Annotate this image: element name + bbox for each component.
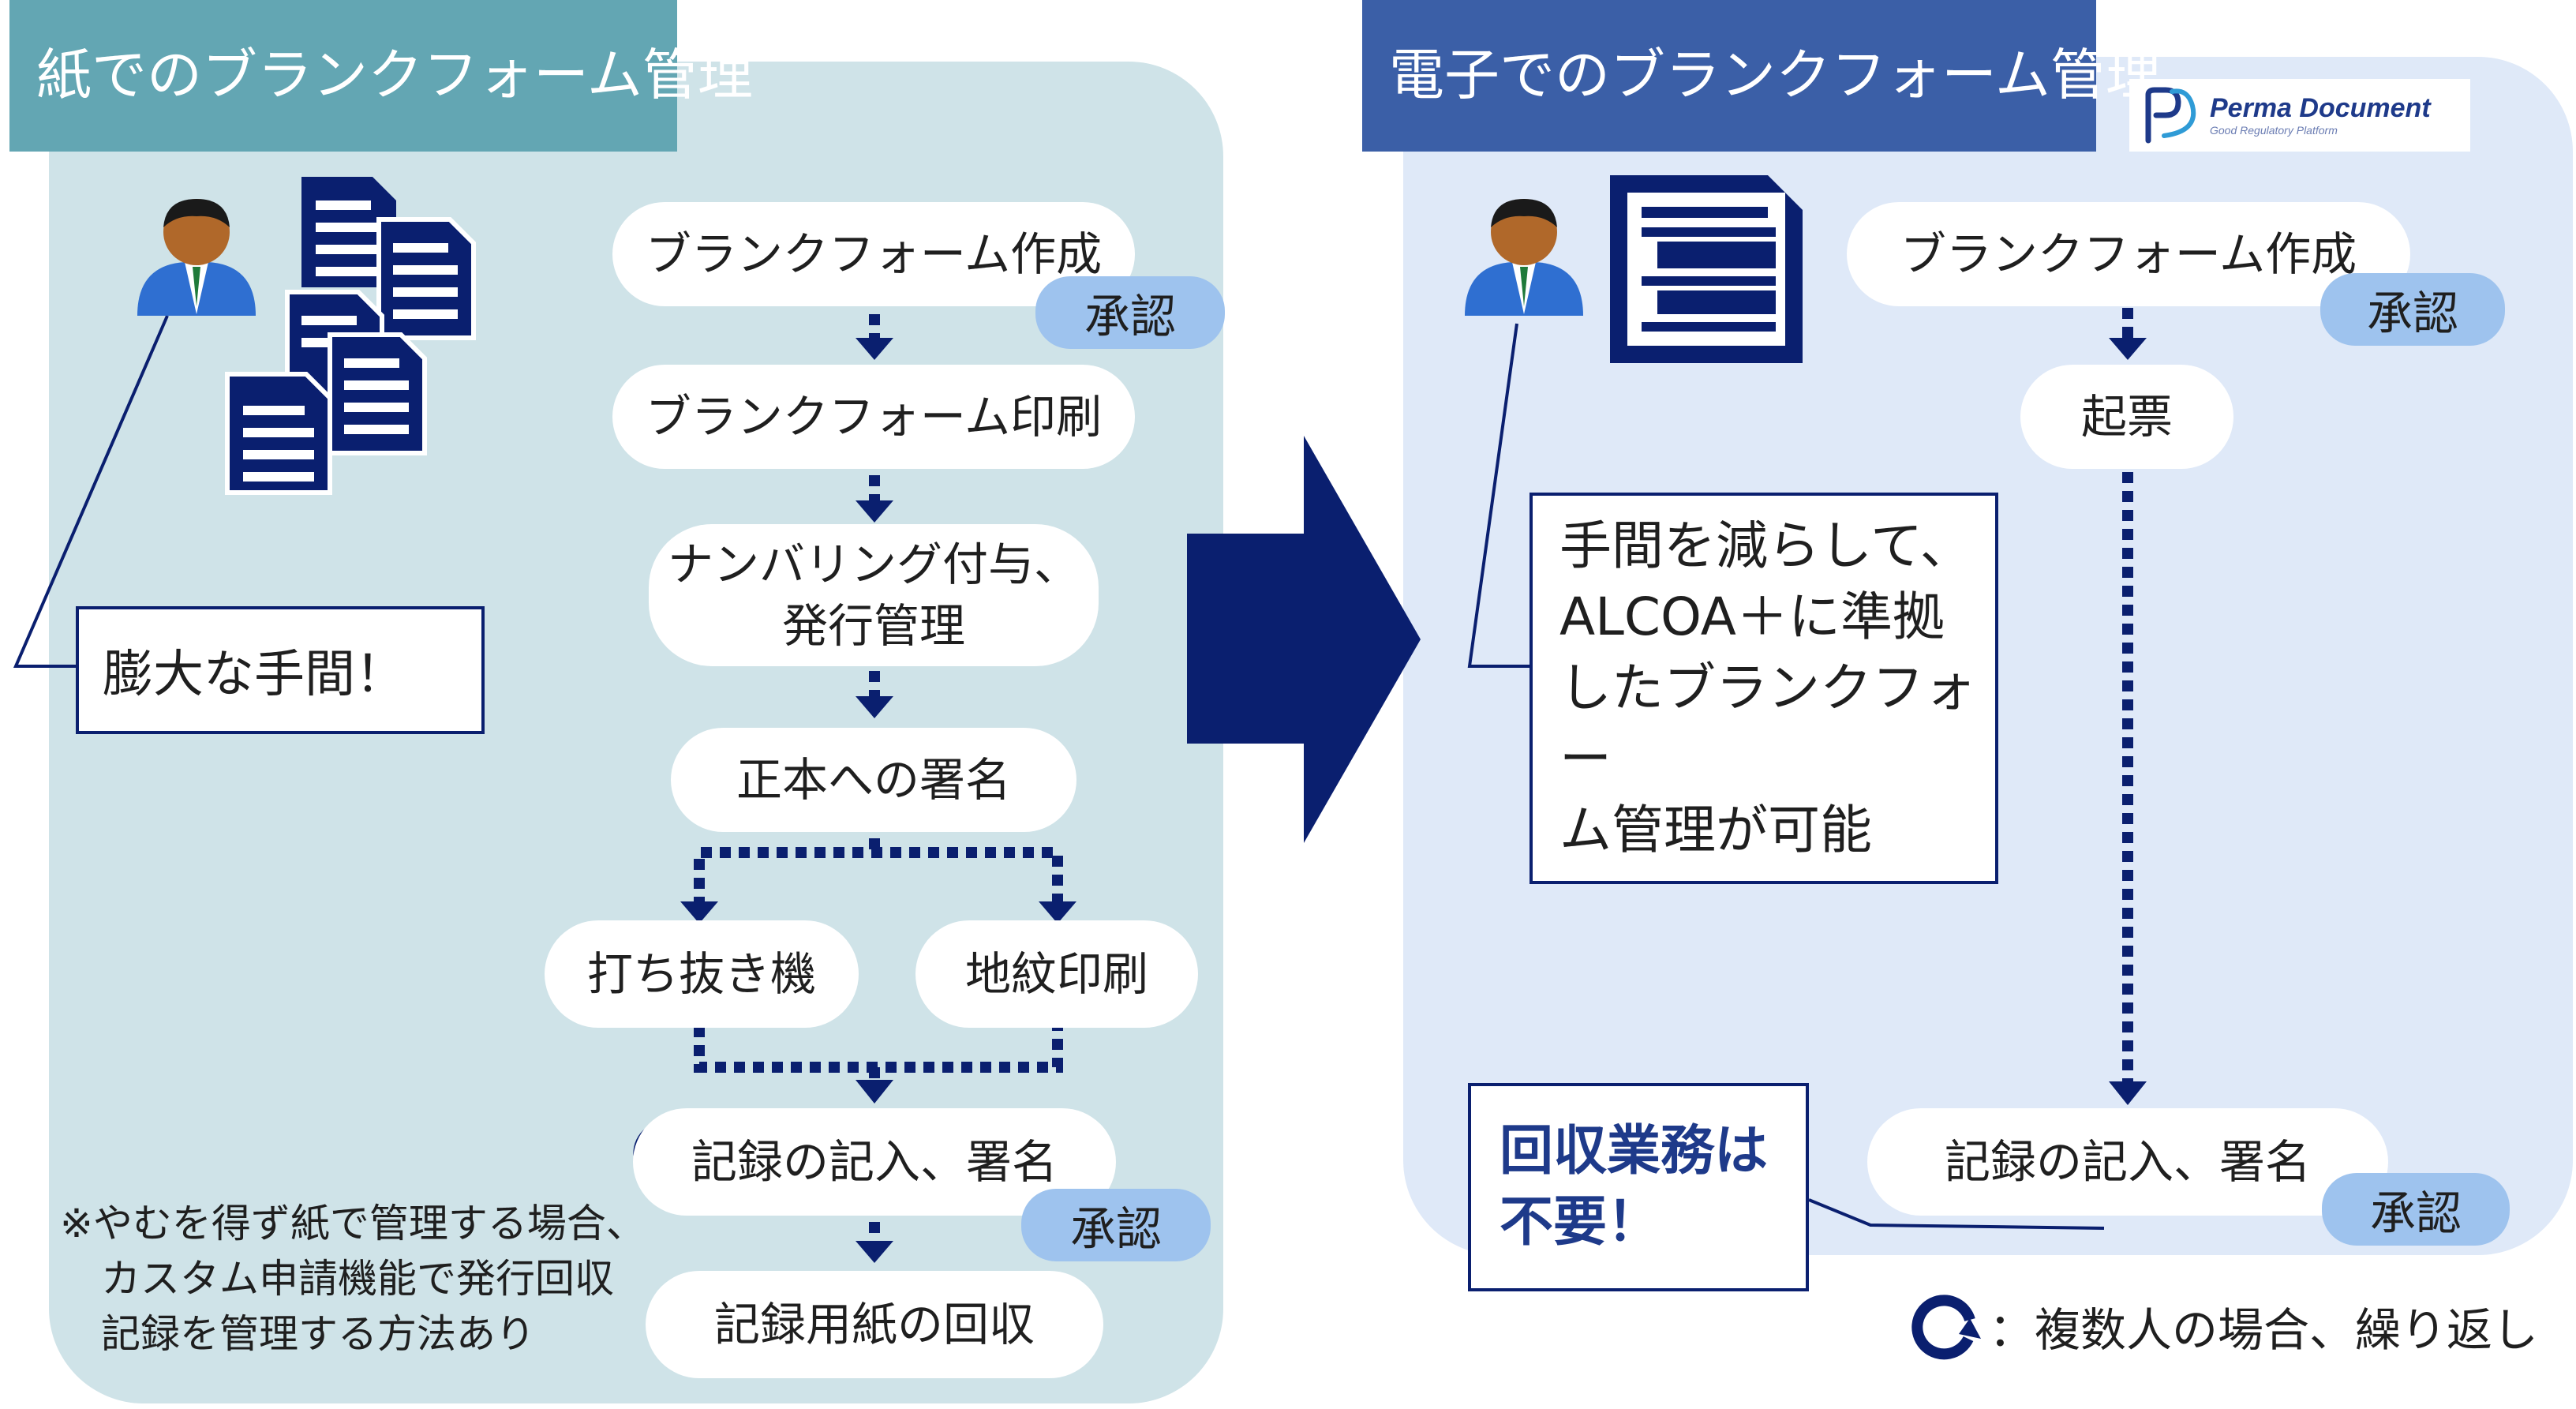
- r-approve-badge-1-label: 承認: [2366, 287, 2458, 340]
- big-right-arrow: [1187, 436, 1421, 843]
- no-collect-line2: 不要！: [1500, 1191, 1661, 1253]
- footnote-line1: ※やむを得ず紙で管理する場合、: [60, 1201, 646, 1246]
- step-create-form: ブランクフォーム作成: [612, 202, 1135, 306]
- logo-name: Perma Document: [2210, 93, 2431, 123]
- arrowhead-punch: [680, 901, 718, 924]
- perma-document-logo: Perma Document Good Regulatory Platform: [2129, 79, 2470, 152]
- step-numbering-line2: 発行管理: [781, 599, 965, 653]
- approve-badge-2: 承認: [1021, 1189, 1211, 1261]
- r-step-issue: 起票: [2020, 365, 2233, 469]
- document-icon: [1610, 175, 1803, 363]
- arrowhead-record: [856, 1080, 893, 1104]
- right-callout: 手間を減らして、 ALCOA＋に準拠 したブランクフォー ム管理が可能: [1530, 493, 1998, 884]
- r-step-record-entry-label: 記録の記入、署名: [1944, 1134, 2311, 1189]
- left-callout: 膨大な手間！: [76, 606, 485, 734]
- step-watermark: 地紋印刷: [915, 920, 1198, 1028]
- right-callout-line3: したブランクフォー: [1559, 658, 1976, 789]
- footnote: ※やむを得ず紙で管理する場合、 カスタム申請機能で発行回収 記録を管理する方法あ…: [60, 1196, 646, 1362]
- no-collect-box: 回収業務は 不要！: [1468, 1083, 1809, 1291]
- connector-merge: [694, 1026, 1063, 1073]
- r-approve-badge-2: 承認: [2322, 1173, 2510, 1246]
- right-callout-line1: 手間を減らして、: [1559, 515, 1972, 576]
- approve-badge-1: 承認: [1035, 276, 1225, 349]
- r-step-issue-label: 起票: [2080, 389, 2173, 444]
- person-icon-left: [137, 199, 256, 316]
- document-stack-icon: [225, 177, 476, 495]
- approve-badge-2-label: 承認: [1069, 1202, 1162, 1256]
- r-step-create-form-label: ブランクフォーム作成: [1900, 227, 2357, 281]
- right-callout-line4: ム管理が可能: [1559, 800, 1872, 860]
- connector-split: [694, 847, 1063, 908]
- step-create-form-label: ブランクフォーム作成: [645, 227, 1103, 281]
- step-sign-original: 正本への署名: [671, 728, 1076, 832]
- step-numbering-line1: ナンバリング付与、: [667, 537, 1080, 591]
- step-numbering: ナンバリング付与、 発行管理: [649, 524, 1099, 666]
- r-step-create-form: ブランクフォーム作成: [1847, 202, 2410, 306]
- electronic-title: 電子でのブランクフォーム管理: [1362, 0, 2161, 152]
- right-callout-line2: ALCOA＋に準拠: [1559, 586, 1945, 647]
- perma-document-logo-icon: [2145, 87, 2196, 144]
- step-print-form: ブランクフォーム印刷: [612, 365, 1135, 469]
- step-punch-label: 打ち抜き機: [586, 946, 816, 1001]
- step-collect: 記録用紙の回収: [646, 1271, 1103, 1378]
- step-collect-label: 記録用紙の回収: [713, 1297, 1035, 1351]
- step-watermark-label: 地紋印刷: [964, 946, 1148, 1001]
- no-collect-line1: 回収業務は: [1500, 1120, 1769, 1182]
- step-record-entry-label: 記録の記入、署名: [691, 1134, 1058, 1189]
- arrowhead-issue: [2109, 338, 2147, 360]
- approve-badge-1-label: 承認: [1084, 290, 1176, 343]
- arrowhead-print: [856, 338, 893, 360]
- step-record-entry: 記録の記入、署名: [633, 1108, 1116, 1216]
- right-callout-leader: [1467, 323, 1530, 668]
- no-collect-leader: [1808, 1198, 2105, 1230]
- arrowhead-sign: [856, 696, 893, 718]
- r-approve-badge-1: 承認: [2320, 273, 2505, 346]
- arrowhead-r-record: [2109, 1081, 2147, 1105]
- arrowhead-numbering: [856, 500, 893, 523]
- footnote-line2: カスタム申請機能で発行回収: [101, 1256, 614, 1302]
- left-callout-text: 膨大な手間！: [103, 646, 406, 704]
- step-sign-original-label: 正本への署名: [736, 752, 1011, 807]
- arrowhead-watermark: [1039, 901, 1076, 924]
- left-callout-leader: [13, 315, 169, 668]
- person-icon-right: [1465, 199, 1583, 316]
- repeat-legend-text: ：複数人の場合、繰り返し: [1989, 1303, 2539, 1357]
- logo-tagline: Good Regulatory Platform: [2210, 124, 2338, 137]
- footnote-line3: 記録を管理する方法あり: [101, 1311, 535, 1357]
- step-punch: 打ち抜き機: [545, 920, 859, 1028]
- paper-title: 紙でのブランクフォーム管理: [9, 0, 753, 152]
- repeat-icon-legend: [1911, 1295, 1981, 1360]
- arrowhead-collect: [856, 1241, 893, 1263]
- step-print-form-label: ブランクフォーム印刷: [645, 389, 1103, 444]
- r-approve-badge-2-label: 承認: [2369, 1186, 2462, 1240]
- r-step-record-entry: 記録の記入、署名: [1867, 1108, 2388, 1216]
